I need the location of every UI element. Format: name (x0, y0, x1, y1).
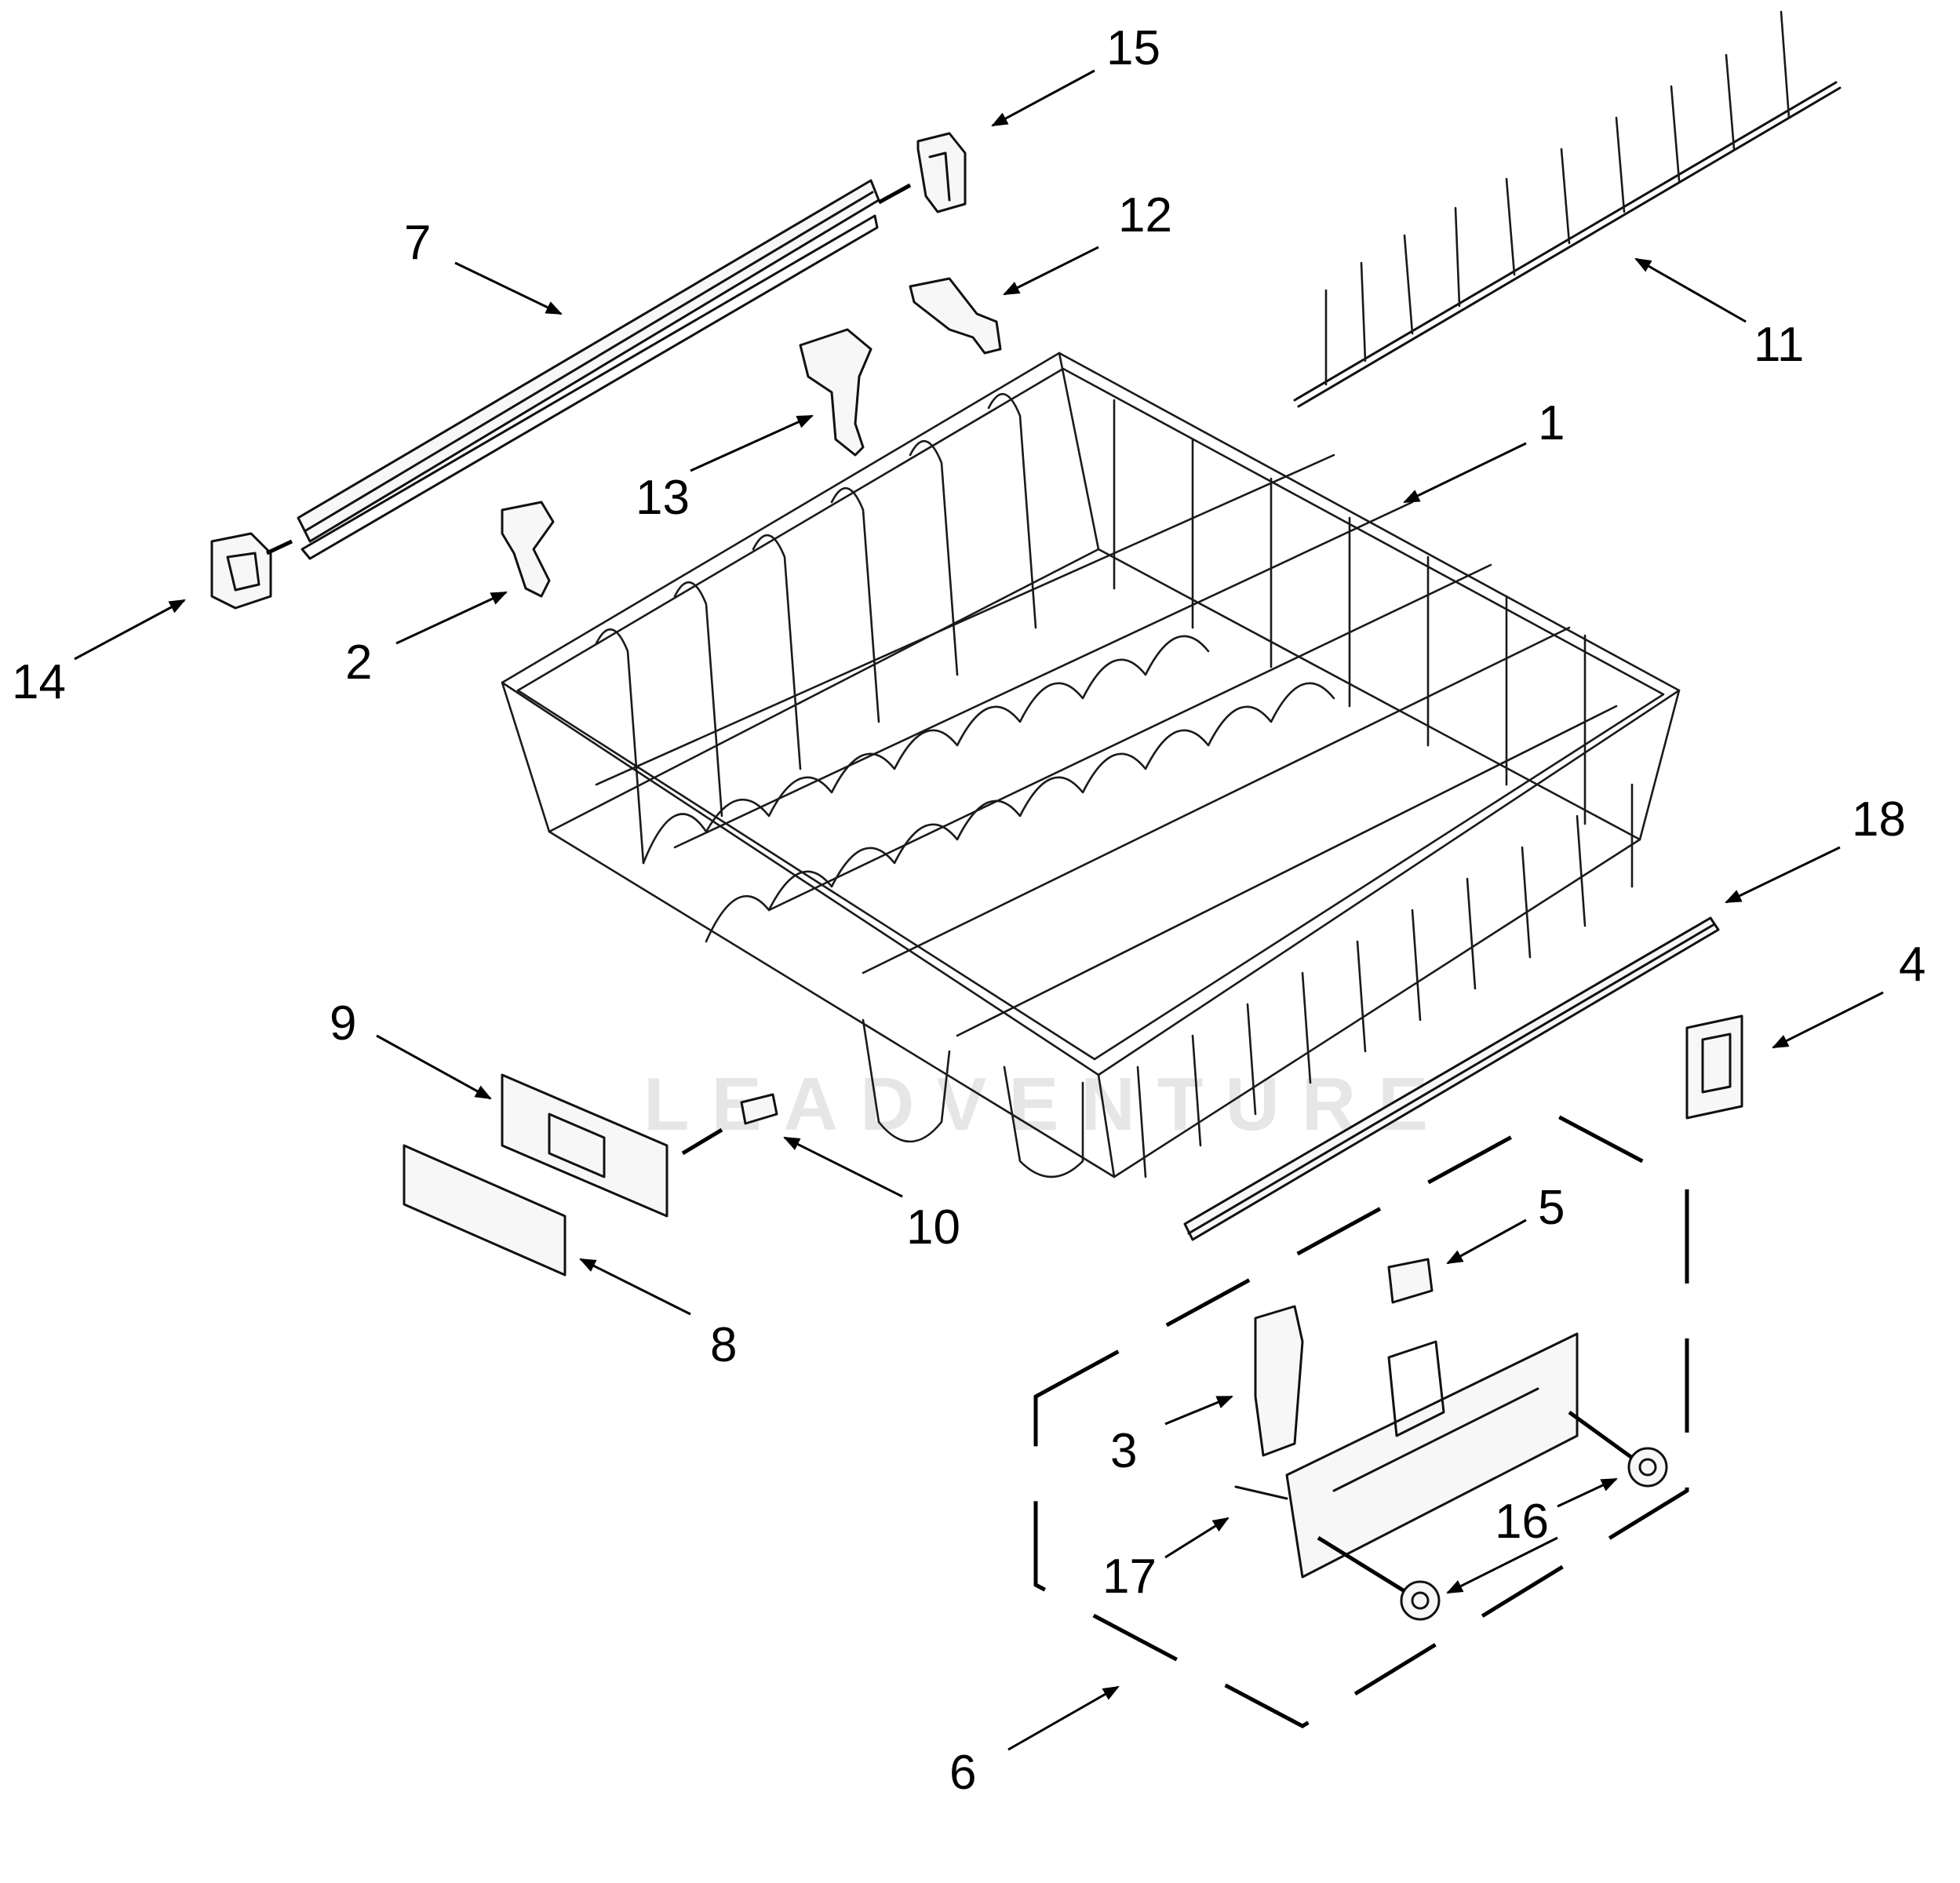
rack-rail-strip (1183, 916, 1720, 1241)
arrow-12 (1003, 246, 1099, 296)
callout-17: 17 (1102, 1550, 1157, 1604)
callout-arrows (74, 69, 1884, 1751)
callout-10: 10 (906, 1200, 960, 1255)
callout-12: 12 (1118, 188, 1172, 242)
arrow-13 (690, 414, 814, 472)
upper-rack-basket (501, 351, 1681, 1178)
arrow-10 (783, 1136, 903, 1198)
adjuster-wheel-lower (1317, 1535, 1441, 1621)
arrow-18 (1725, 846, 1841, 904)
adjuster-lever-3 (1254, 1305, 1304, 1457)
arrow-14 (74, 599, 186, 661)
arrow-7 (454, 261, 563, 315)
rack-clip-2 (501, 501, 555, 598)
callout-9: 9 (330, 996, 356, 1051)
adjuster-assembly (1285, 1332, 1579, 1579)
callout-4: 4 (1899, 938, 1925, 992)
tine-row (1293, 10, 1842, 408)
screw-17 (1234, 1485, 1288, 1500)
adjuster-wheel-upper (1568, 1410, 1668, 1488)
rack-rail (297, 179, 880, 560)
callout-8: 8 (710, 1318, 737, 1372)
arrow-16a (1557, 1477, 1618, 1508)
arrow-6 (1007, 1685, 1120, 1751)
callout-16: 16 (1495, 1495, 1549, 1549)
callout-6: 6 (949, 1746, 976, 1800)
rail-end-cap-front (210, 532, 293, 610)
handle-cover (403, 1144, 567, 1277)
callout-labels: 15 12 7 11 1 13 2 14 18 4 9 10 8 5 3 16 … (12, 21, 1925, 1800)
arrow-1 (1403, 442, 1527, 504)
arrow-5 (1446, 1218, 1527, 1265)
arrow-15 (991, 69, 1095, 127)
callout-15: 15 (1106, 21, 1160, 75)
arrow-2 (395, 591, 508, 645)
arrow-11 (1634, 257, 1747, 323)
screw-10 (681, 1093, 778, 1156)
arrow-8 (579, 1258, 691, 1316)
callout-3: 3 (1110, 1424, 1137, 1478)
callout-7: 7 (404, 216, 431, 270)
arrow-3 (1164, 1395, 1233, 1426)
rack-clip-13 (799, 328, 873, 457)
callout-11: 11 (1754, 318, 1804, 372)
arrow-9 (376, 1034, 492, 1100)
arrow-16b (1446, 1536, 1558, 1594)
handle-housing (501, 1073, 669, 1218)
callout-2: 2 (345, 636, 372, 690)
rack-clip-12 (909, 277, 1002, 355)
arrow-4 (1772, 991, 1884, 1049)
rack-bracket-4 (1685, 1014, 1743, 1120)
callout-18: 18 (1852, 792, 1906, 847)
kit-group-border (1033, 1112, 1689, 1728)
callout-5: 5 (1538, 1181, 1565, 1235)
callout-14: 14 (12, 655, 66, 709)
callout-13: 13 (636, 471, 690, 525)
callout-1: 1 (1538, 396, 1565, 450)
adjuster-block-5 (1387, 1258, 1434, 1304)
arrow-17 (1164, 1517, 1230, 1559)
rail-end-cap-rear (877, 132, 967, 213)
